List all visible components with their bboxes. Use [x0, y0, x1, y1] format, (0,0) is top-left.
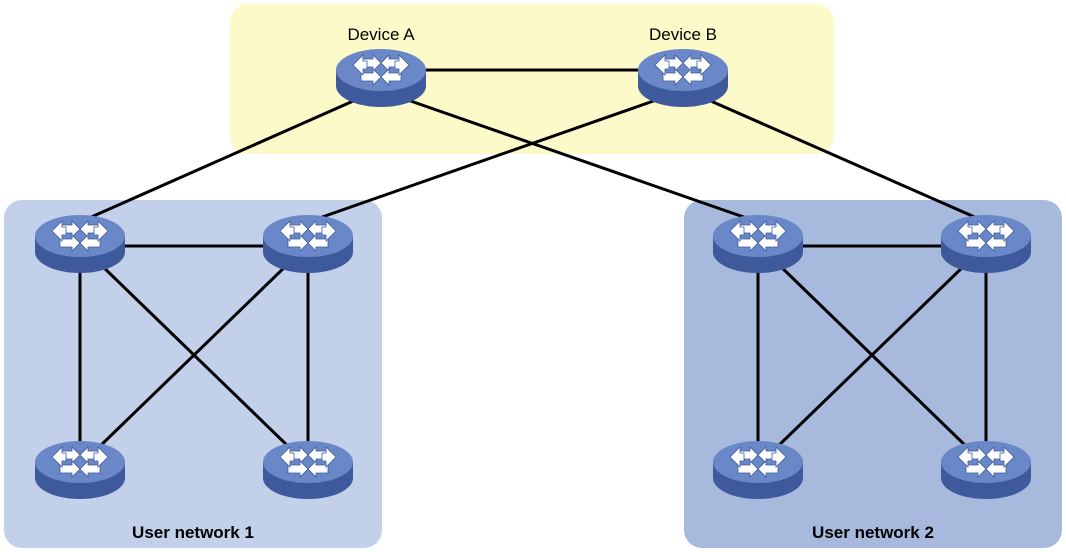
device-a-label: Device A [347, 25, 415, 44]
net1-bottom-right-switch-icon[interactable] [262, 440, 354, 500]
link-n2-diag2 [772, 260, 970, 452]
net2-bottom-right-switch-icon[interactable] [940, 440, 1032, 500]
net1-bottom-left-switch-icon[interactable] [34, 440, 126, 500]
link-a-net2-left [400, 96, 760, 224]
device-a-switch-icon[interactable] [335, 48, 427, 108]
core-zone [230, 4, 834, 154]
link-a-net1-left [78, 96, 362, 224]
link-b-net2-right [702, 96, 988, 224]
net1-top-left-switch-icon[interactable] [34, 214, 126, 274]
net2-top-right-switch-icon[interactable] [940, 214, 1032, 274]
net2-bottom-left-switch-icon[interactable] [712, 440, 804, 500]
user-network-1-label: User network 1 [132, 523, 254, 542]
link-n1-diag2 [94, 260, 292, 452]
device-b-switch-icon[interactable] [637, 48, 729, 108]
user-network-2-label: User network 2 [812, 523, 934, 542]
device-b-label: Device B [649, 25, 717, 44]
link-b-net1-right [306, 96, 664, 224]
net1-top-right-switch-icon[interactable] [262, 214, 354, 274]
net2-top-left-switch-icon[interactable] [712, 214, 804, 274]
